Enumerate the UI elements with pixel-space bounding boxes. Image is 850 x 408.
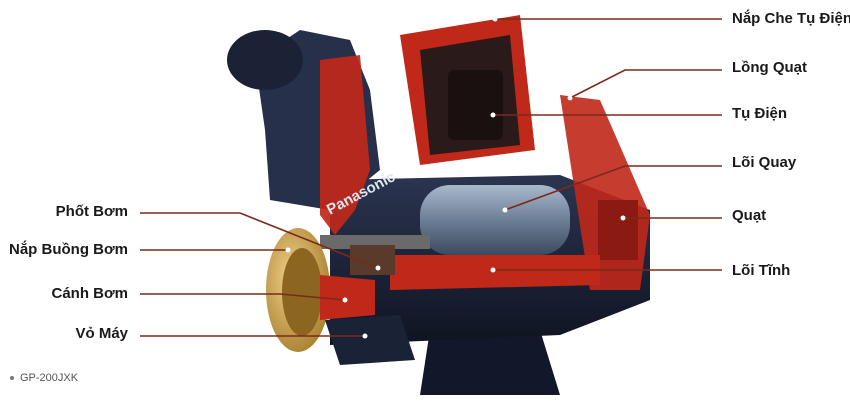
- model-caption: GP-200JXK: [10, 372, 78, 384]
- stator: [390, 255, 600, 290]
- leader-canh-bom-dot: [342, 297, 348, 303]
- label-phot-bom: Phốt Bơm: [55, 203, 128, 220]
- label-tu-dien: Tụ Điện: [732, 105, 787, 122]
- label-loi-tinh: Lõi Tĩnh: [732, 262, 791, 279]
- leader-loi-quay-dot: [502, 207, 508, 213]
- leader-long-quat: [569, 69, 722, 99]
- pump-base: [420, 330, 560, 395]
- model-caption-text: GP-200JXK: [20, 372, 79, 384]
- leader-nap-che-tu-dien-dot: [492, 16, 498, 22]
- leader-tu-dien-dot: [490, 112, 496, 118]
- leader-nap-buong-bom-dot: [285, 247, 291, 253]
- leader-quat-dot: [620, 215, 626, 221]
- leader-loi-tinh-dot: [490, 267, 496, 273]
- impeller: [320, 275, 375, 320]
- bullet-dot: [10, 376, 14, 381]
- rotor: [420, 185, 570, 255]
- label-canh-bom: Cánh Bơm: [51, 285, 128, 302]
- leader-canh-bom: [140, 293, 346, 301]
- label-vo-may: Vỏ Máy: [75, 325, 128, 342]
- label-nap-che-tu-dien: Nắp Che Tụ Điện: [732, 10, 850, 27]
- leader-vo-may-dot: [362, 333, 368, 339]
- label-quat: Quạt: [732, 207, 767, 224]
- leader-lines: [140, 16, 722, 339]
- shaft: [320, 235, 430, 249]
- leader-long-quat-dot: [567, 95, 573, 101]
- pump-chamber-cover-inner: [282, 248, 322, 336]
- capacitor: [448, 70, 503, 140]
- label-long-quat: Lồng Quạt: [732, 59, 807, 76]
- leader-phot-bom-dot: [375, 265, 381, 271]
- cutaway-housing: [320, 55, 370, 235]
- leader-loi-quay: [504, 165, 722, 211]
- inlet-port: [227, 30, 303, 90]
- label-nap-buong-bom: Nắp Buồng Bơm: [9, 241, 128, 258]
- pump-casing: [325, 315, 415, 365]
- fan: [598, 200, 638, 260]
- leader-phot-bom: [140, 212, 379, 269]
- label-loi-quay: Lõi Quay: [732, 154, 797, 171]
